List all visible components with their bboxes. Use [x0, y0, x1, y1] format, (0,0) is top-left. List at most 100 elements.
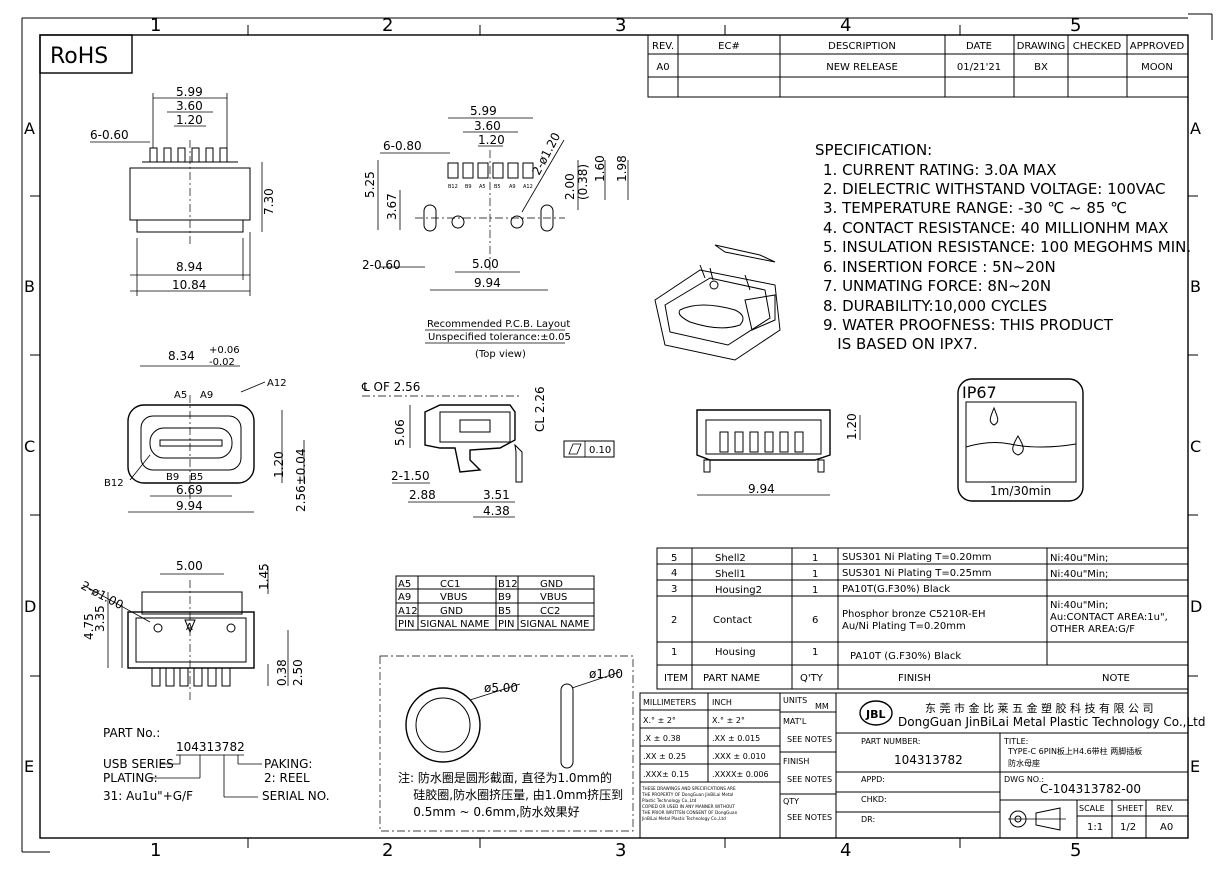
title-label: TITLE:	[1003, 737, 1028, 746]
dim-pcb-9-94: 9.94	[474, 276, 501, 290]
bom-cell: Housing2	[715, 585, 762, 596]
bom-cell: PA10T (G.F30%) Black	[850, 651, 961, 662]
pin-cell: GND	[440, 606, 463, 617]
dim-side-2-88: 2.88	[409, 488, 436, 502]
pin-cell: A9	[398, 592, 411, 603]
pin-b9: B9	[166, 472, 179, 483]
part-no-serial: SERIAL NO.	[262, 789, 330, 803]
row-label: B	[24, 277, 35, 296]
dim-front2-9-94: 9.94	[748, 482, 775, 496]
dim-oring-1-00: ø1.00	[589, 667, 623, 681]
revision-table: REV. EC# DESCRIPTION DATE DRAWING CHECKE…	[647, 34, 1189, 98]
pcb-layout: 5.99 3.60 1.20 6-0.80 2-ø1.20 5.25 3.67 …	[362, 104, 629, 360]
bom-header: Q'TY	[800, 673, 824, 684]
fine-print: JinBiLai Metal Plastic Technology Co.,Lt…	[641, 816, 726, 821]
dim-bottom-4-75: 4.75	[82, 613, 96, 640]
pin-a9: A9	[200, 390, 213, 401]
spec-item: 5. INSULATION RESISTANCE: 100 MEGOHMS MI…	[823, 238, 1191, 256]
row-labels: A B C D E A B C D E	[24, 119, 1202, 776]
spec-item: 2. DIELECTRIC WITHSTAND VOLTAGE: 100VAC	[823, 180, 1166, 198]
tol-cell: .XX ± 0.25	[643, 752, 686, 761]
pcb-pin-label: B12	[448, 184, 458, 190]
dim-pcb-0-38: (0.38)	[576, 164, 590, 200]
col-label: 1	[150, 840, 161, 861]
matl-label: MAT'L	[783, 717, 807, 726]
rev-header: CHECKED	[1073, 41, 1122, 52]
sheet-value: 1/2	[1120, 822, 1136, 833]
sheet-label: SHEET	[1117, 804, 1143, 813]
scale-label: SCALE	[1079, 804, 1105, 813]
bom-cell: 1	[812, 585, 818, 596]
col-label: 5	[1070, 15, 1081, 36]
bom-cell: 1	[812, 553, 818, 564]
pcb-pin-label: B5	[494, 184, 501, 190]
pcb-view-note: (Top view)	[475, 349, 526, 360]
pin-cell: SIGNAL NAME	[520, 619, 589, 630]
spec-item: IS BASED ON IPX7.	[823, 335, 978, 353]
dim-pcb-pads: 6-0.80	[383, 139, 422, 153]
dim-front-tol-dn: -0.02	[209, 357, 235, 368]
bom-cell: 4	[671, 568, 677, 579]
dim-pcb-5-25: 5.25	[363, 171, 377, 198]
col-label: 5	[1070, 840, 1081, 861]
bom-header: NOTE	[1102, 673, 1130, 684]
dim-side-3-51: 3.51	[483, 488, 510, 502]
side-view: ℄ OF 2.56 CL 2.26 5.06 2-1.50 2.88 3.51 …	[361, 380, 615, 518]
spec-item: 3. TEMPERATURE RANGE: -30 ℃ ~ 85 ℃	[823, 199, 1127, 217]
note-cn-line: 0.5mm ~ 0.6mm,防水效果好	[398, 804, 580, 819]
pcb-pin-label: B9	[465, 184, 472, 190]
column-labels: 1 2 3 4 5 1 2 3 4 5	[150, 15, 1081, 861]
dim-front-6-69: 6.69	[176, 483, 203, 497]
dim-pcb-3-60: 3.60	[474, 119, 501, 133]
bom-cell: Housing	[715, 647, 756, 658]
dim-top-5-99: 5.99	[176, 85, 203, 99]
dim-pcb-1-20: 1.20	[478, 133, 505, 147]
row-label: B	[1190, 277, 1201, 296]
dim-top-10-84: 10.84	[172, 278, 206, 292]
part-no-title: PART No.:	[103, 726, 160, 740]
pin-cell: VBUS	[540, 592, 567, 603]
col-label: 3	[615, 15, 626, 36]
rev-cell: NEW RELEASE	[826, 62, 898, 73]
dim-top-1-20: 1.20	[176, 113, 203, 127]
rev-header: DATE	[966, 41, 992, 52]
dim-pcb-1-60: 1.60	[593, 155, 607, 182]
water-drop-icon	[1012, 435, 1024, 456]
pcb-pin-label: A12	[523, 184, 533, 190]
rev-value: A0	[1160, 822, 1173, 833]
see-notes: SEE NOTES	[787, 813, 832, 822]
pin-cell: SIGNAL NAME	[420, 619, 489, 630]
dim-top-pins: 6-0.60	[90, 128, 129, 142]
pcb-caption: Recommended P.C.B. Layout	[427, 319, 570, 330]
units-label: UNITS	[783, 696, 807, 705]
rev-label: REV.	[1156, 804, 1174, 813]
scale-value: 1:1	[1087, 822, 1103, 833]
sheet-frame	[21, 13, 1213, 853]
col-label: 2	[382, 15, 393, 36]
drawing-title-2: 防水母座	[1008, 758, 1040, 768]
rohs-label: RoHS	[50, 44, 108, 69]
pin-cell: GND	[540, 579, 563, 590]
spec-item: 8. DURABILITY:10,000 CYCLES	[823, 297, 1047, 315]
pin-a5: A5	[174, 390, 187, 401]
col-label: 4	[840, 15, 851, 36]
rev-header: EC#	[718, 41, 740, 52]
bom-cell: 1	[812, 647, 818, 658]
connector-3d-view	[654, 244, 781, 361]
dim-front-9-94: 9.94	[176, 499, 203, 513]
dr-label: DR:	[861, 815, 875, 824]
rev-header: REV.	[652, 41, 674, 52]
dim-bottom-5-00: 5.00	[176, 559, 203, 573]
row-label: E	[24, 757, 34, 776]
row-label: A	[1190, 119, 1201, 138]
rev-header: DRAWING	[1017, 41, 1066, 52]
ip-time: 1m/30min	[990, 484, 1051, 498]
bom-cell: 3	[671, 584, 677, 595]
row-label: C	[1190, 437, 1201, 456]
pin-signal-table: A5 CC1 B12 GND A9 VBUS B9 VBUS A12 GND B…	[395, 575, 595, 631]
pin-cell: PIN	[498, 619, 514, 630]
finish-label: FINISH	[783, 757, 809, 766]
ip67-badge: IP67 1m/30min	[957, 378, 1084, 502]
part-no-series: USB SERIES	[103, 757, 174, 771]
